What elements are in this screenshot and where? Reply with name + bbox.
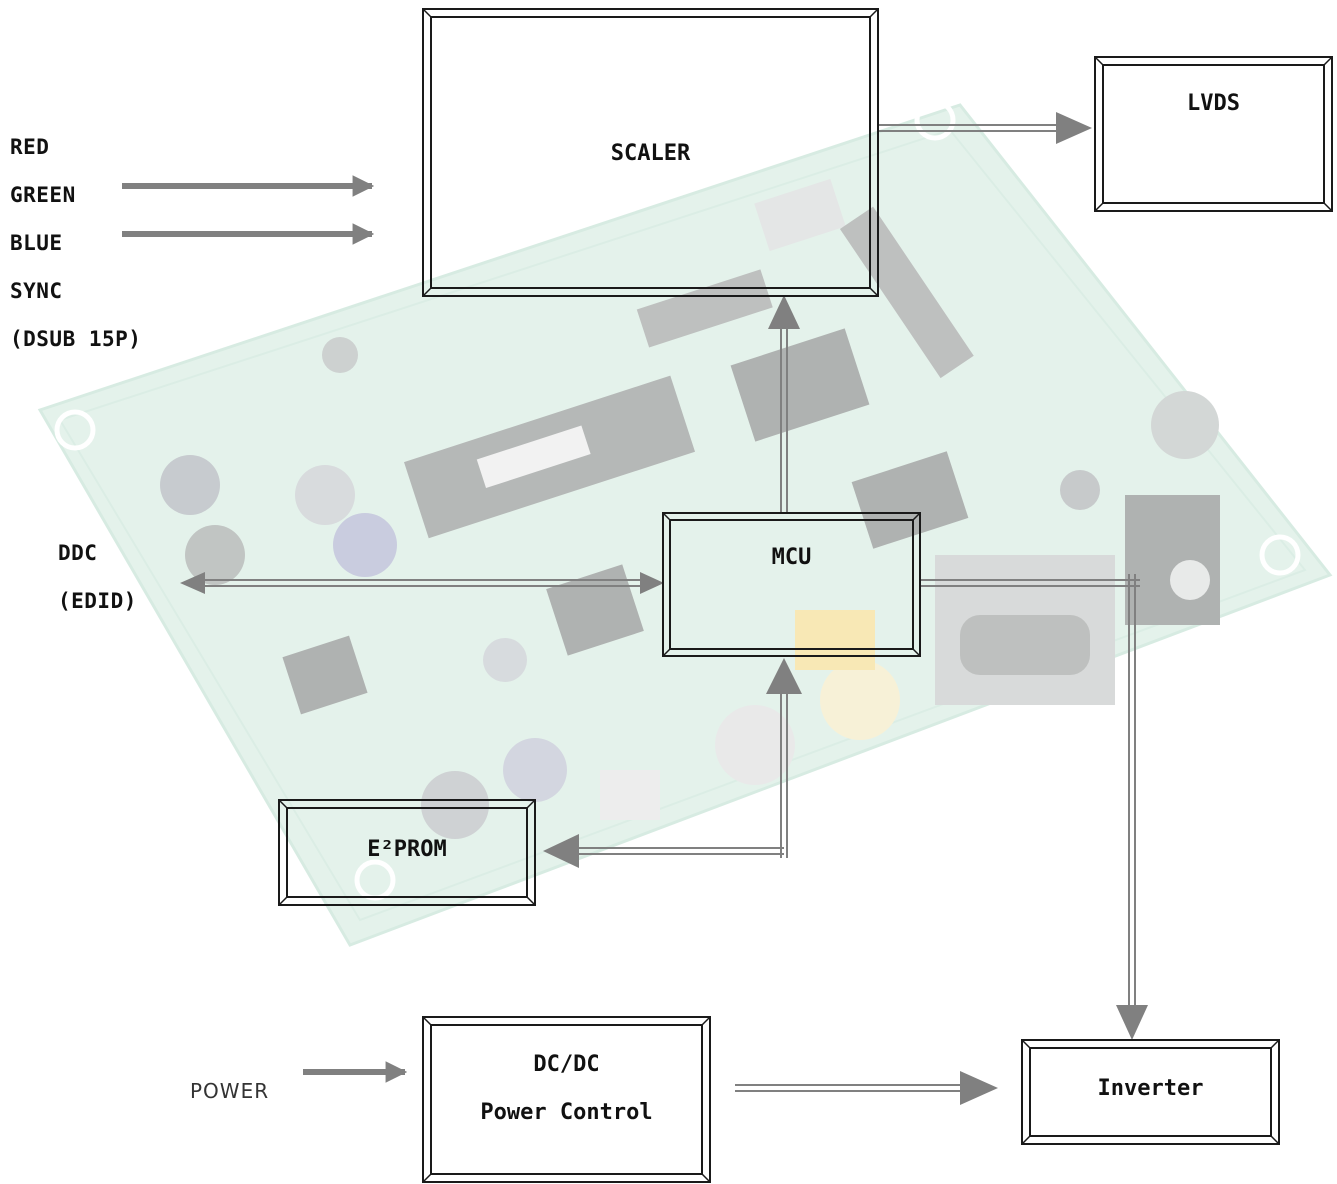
inverter-label: Inverter bbox=[1097, 1076, 1204, 1101]
arrow-dcdc-inverter bbox=[735, 1071, 998, 1105]
box-lvds bbox=[1094, 56, 1333, 212]
pcb-background-image bbox=[37, 99, 1333, 947]
lvds-label: LVDS bbox=[1187, 91, 1240, 116]
arrow-ddc-mcu bbox=[180, 572, 664, 594]
label-edid: (EDID) bbox=[58, 589, 137, 613]
dcdc-label-line2: Power Control bbox=[480, 1100, 653, 1125]
box-dcdc bbox=[422, 1016, 711, 1183]
arrow-eeprom-mcu bbox=[543, 658, 802, 868]
arrow-mcu-inverter bbox=[920, 574, 1148, 1040]
dcdc-label-line1: DC/DC bbox=[533, 1052, 600, 1077]
box-eeprom bbox=[278, 799, 536, 906]
label-sync: SYNC bbox=[10, 279, 63, 303]
label-green: GREEN bbox=[10, 183, 76, 207]
mcu-label: MCU bbox=[771, 545, 812, 570]
eeprom-label: E²PROM bbox=[367, 837, 447, 862]
box-inverter bbox=[1021, 1039, 1280, 1145]
label-red: RED bbox=[10, 135, 50, 159]
label-ddc: DDC bbox=[58, 541, 98, 565]
scaler-label: SCALER bbox=[610, 141, 691, 166]
label-blue: BLUE bbox=[10, 231, 63, 255]
arrow-mcu-scaler bbox=[768, 295, 800, 513]
box-scaler bbox=[422, 8, 879, 297]
arrow-scaler-lvds bbox=[878, 112, 1092, 144]
label-power: POWER bbox=[190, 1079, 270, 1103]
box-mcu bbox=[662, 512, 921, 657]
label-dsub: (DSUB 15P) bbox=[10, 327, 142, 351]
